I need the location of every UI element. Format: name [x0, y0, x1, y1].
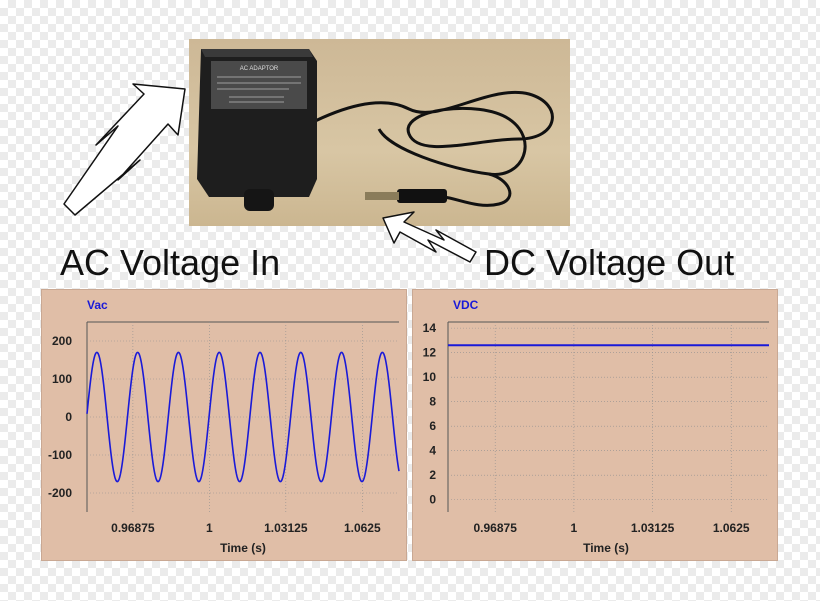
y-tick-label: 0: [65, 410, 72, 424]
ac-adapter-photo: AC ADAPTOR: [189, 39, 570, 226]
y-tick-label: 10: [423, 370, 437, 384]
dc-voltage-heading: DC Voltage Out: [484, 242, 735, 283]
ac-waveform-chart: Vac 200 100 0 -100 -200 0.96875 1 1.03125 1.0625…: [41, 289, 407, 561]
vac-sine-trace: [86, 351, 400, 483]
ac-input-arrow: [63, 83, 186, 216]
chart-title-vdc: VDC: [453, 298, 479, 312]
x-tick-label: 1.0625: [713, 521, 750, 535]
y-tick-label: -100: [48, 448, 72, 462]
chart-title-vac: Vac: [87, 298, 108, 312]
svg-text:AC ADAPTOR: AC ADAPTOR: [240, 66, 279, 72]
x-axis-label: Time (s): [583, 541, 629, 555]
x-tick-label: 0.96875: [474, 521, 518, 535]
ac-adapter-illustration: AC ADAPTOR: [197, 49, 554, 211]
x-tick-label: 1.0625: [344, 521, 381, 535]
x-axis-label: Time (s): [220, 541, 266, 555]
ac-voltage-heading: AC Voltage In: [60, 242, 281, 283]
y-tick-label: 200: [52, 334, 72, 348]
y-tick-label: 14: [423, 321, 437, 335]
x-tick-label: 1: [206, 521, 213, 535]
dc-plug: [397, 189, 447, 203]
x-tick-label: 1.03125: [264, 521, 308, 535]
y-tick-label: 0: [429, 493, 436, 507]
dc-waveform-chart: VDC 14 12 10 8 6 4 2 0 0.96875 1 1.03125 1.0625 Tim…: [412, 289, 778, 561]
x-tick-label: 1: [571, 521, 578, 535]
dc-chart-svg: 14 12 10 8 6 4 2 0 0.96875 1 1.03125 1.0625: [423, 321, 769, 535]
y-tick-label: 100: [52, 372, 72, 386]
ac-chart-svg: 200 100 0 -100 -200 0.96875 1 1.03125 1.0625: [48, 321, 400, 535]
x-tick-label: 0.96875: [111, 521, 155, 535]
y-tick-label: 2: [429, 468, 436, 482]
y-tick-label: 8: [429, 395, 436, 409]
y-tick-label: 4: [429, 444, 436, 458]
dc-output-arrow: [382, 211, 477, 263]
adapter-label: [211, 61, 307, 109]
y-tick-label: 6: [429, 419, 436, 433]
y-tick-label: -200: [48, 486, 72, 500]
x-tick-label: 1.03125: [631, 521, 675, 535]
y-tick-label: 12: [423, 346, 437, 360]
